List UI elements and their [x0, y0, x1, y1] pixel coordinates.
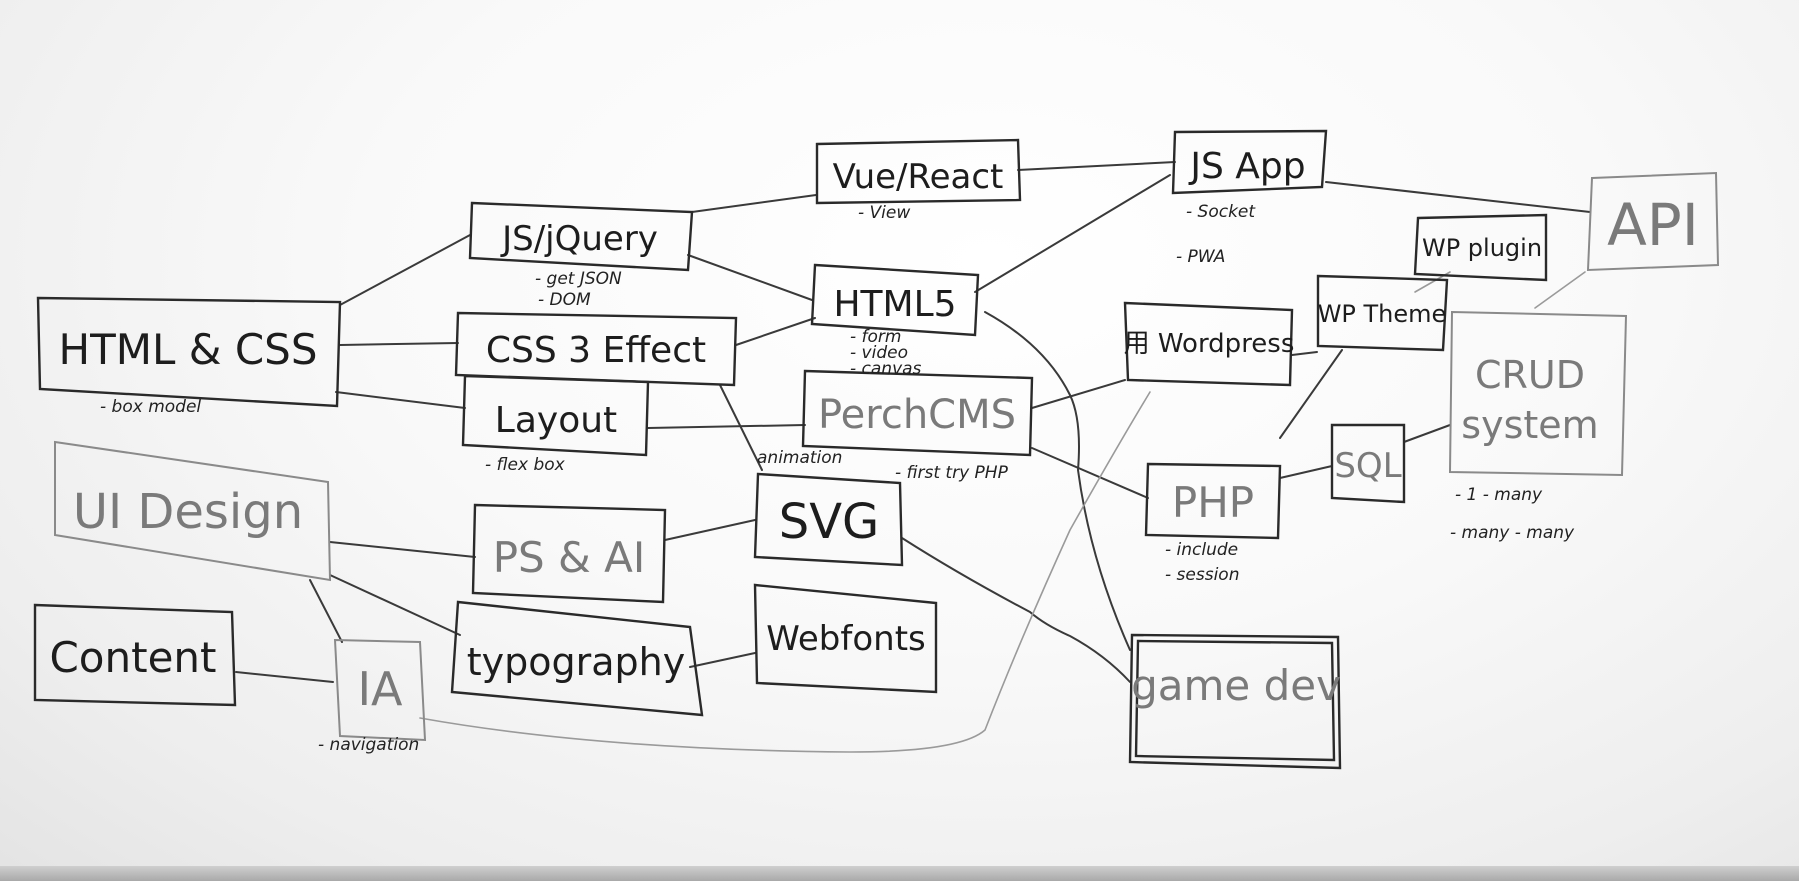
- node-content: Content: [33, 603, 237, 707]
- note-flex-box: - flex box: [485, 455, 566, 475]
- node-label: 用 Wordpress: [1124, 329, 1295, 359]
- whiteboard-tray: [0, 866, 1799, 881]
- node-html5: HTML5: [810, 263, 980, 337]
- edge-htmlcss-css3: [339, 342, 459, 346]
- note-box-model: - box model: [100, 397, 201, 417]
- edge-uidesign-typography: [329, 574, 461, 636]
- node-api: API: [1586, 171, 1720, 272]
- node-label: WP Theme: [1318, 300, 1447, 328]
- edge-wordpress-theme: [1291, 351, 1318, 356]
- node-ps-ai: PS & AI: [471, 503, 667, 604]
- node-label: JS App: [1188, 146, 1305, 187]
- edge-html5-jsapp: [974, 174, 1171, 293]
- node-label: Layout: [495, 400, 617, 441]
- edge-uidesign-psai: [329, 541, 476, 558]
- edge-html5-gamedev: [984, 311, 1131, 651]
- node-label: JS/jQuery: [500, 219, 658, 259]
- edge-js-html5: [687, 254, 813, 301]
- annotations: - box model - get JSON - DOM - View - So…: [100, 202, 1575, 755]
- node-sql: SQL: [1330, 423, 1406, 504]
- node-label: API: [1607, 191, 1699, 259]
- node-label: HTML5: [833, 284, 956, 325]
- edge-perch-wordpress: [1031, 379, 1126, 409]
- edge-htmlcss-js: [339, 234, 471, 306]
- note-first-try-php: - first try PHP: [895, 463, 1009, 483]
- node-game-dev: game dev: [1128, 633, 1342, 770]
- node-label-line-1: CRUD: [1475, 353, 1585, 397]
- node-js-app: JS App: [1171, 129, 1328, 195]
- edges: [235, 161, 1591, 753]
- node-js-jquery: JS/jQuery: [468, 201, 694, 272]
- node-label: HTML & CSS: [59, 325, 318, 374]
- note-animation: animation: [757, 448, 842, 468]
- node-label: game dev: [1131, 661, 1341, 710]
- note-pwa: - PWA: [1176, 247, 1225, 267]
- node-html-css: HTML & CSS: [36, 296, 342, 408]
- note-get-json: - get JSON: [535, 269, 622, 289]
- note-session: - session: [1165, 565, 1239, 585]
- edge-theme-sql: [1279, 349, 1343, 439]
- edge-ia-wordpress: [419, 391, 1151, 753]
- edge-css3-html5: [735, 317, 816, 346]
- note-include: - include: [1165, 540, 1238, 560]
- note-video: - video: [850, 343, 908, 363]
- node-vue-react: Vue/React: [815, 138, 1022, 205]
- node-label: UI Design: [73, 484, 303, 540]
- note-canvas: - canvas: [850, 359, 922, 379]
- node-label: Vue/React: [833, 157, 1004, 197]
- node-webfonts: Webfonts: [753, 583, 938, 694]
- node-label: IA: [357, 662, 403, 716]
- node-css3-effect: CSS 3 Effect: [454, 311, 738, 387]
- node-svg: SVG: [753, 472, 904, 567]
- node-label: SQL: [1334, 446, 1401, 486]
- note-form: - form: [850, 327, 901, 347]
- edge-uidesign-ia: [309, 579, 343, 643]
- node-label: Webfonts: [766, 619, 926, 659]
- node-layout: Layout: [461, 374, 650, 457]
- edge-jsapp-api: [1325, 181, 1591, 213]
- note-navigation: - navigation: [318, 735, 419, 755]
- edge-js-vue: [691, 194, 817, 213]
- node-typography: typography: [450, 600, 704, 717]
- node-ui-design: UI Design: [54, 440, 332, 582]
- edge-api-crud: [1534, 271, 1586, 309]
- note-socket: - Socket: [1186, 202, 1256, 222]
- edge-perch-php: [1031, 447, 1149, 499]
- edge-layout-perch: [647, 424, 806, 429]
- edge-vue-jsapp: [1017, 161, 1176, 171]
- node-label: Content: [49, 633, 216, 682]
- edge-sql-crud: [1403, 424, 1451, 443]
- node-wp-theme: WP Theme: [1316, 274, 1449, 352]
- node-crud-system: CRUD system: [1448, 310, 1628, 477]
- edge-htmlcss-layout: [335, 391, 466, 409]
- node-label: SVG: [779, 494, 880, 550]
- node-ia: IA: [333, 638, 427, 742]
- note-one-many: - 1 - many: [1455, 485, 1543, 505]
- note-many-many: - many - many: [1450, 523, 1575, 543]
- edge-php-sql: [1279, 465, 1333, 479]
- node-label: typography: [467, 640, 685, 684]
- node-label: PHP: [1172, 478, 1254, 527]
- note-view: - View: [858, 203, 910, 223]
- node-wp-plugin: WP plugin: [1413, 213, 1548, 282]
- edge-css3-svg: [719, 384, 763, 471]
- edge-typography-webfonts: [689, 652, 756, 668]
- node-label: WP plugin: [1422, 234, 1542, 262]
- node-wordpress: 用 Wordpress: [1124, 301, 1295, 387]
- node-label-line-2: system: [1461, 403, 1598, 447]
- node-label: CSS 3 Effect: [486, 330, 706, 371]
- node-label: PS & AI: [493, 533, 646, 582]
- node-label: PerchCMS: [818, 392, 1016, 438]
- edge-content-ia: [235, 671, 334, 683]
- edge-svg-gamedev: [901, 537, 1131, 683]
- node-php: PHP: [1144, 462, 1282, 540]
- edge-psai-svg: [664, 519, 756, 541]
- note-dom: - DOM: [538, 290, 591, 310]
- node-perchcms: PerchCMS: [801, 369, 1034, 457]
